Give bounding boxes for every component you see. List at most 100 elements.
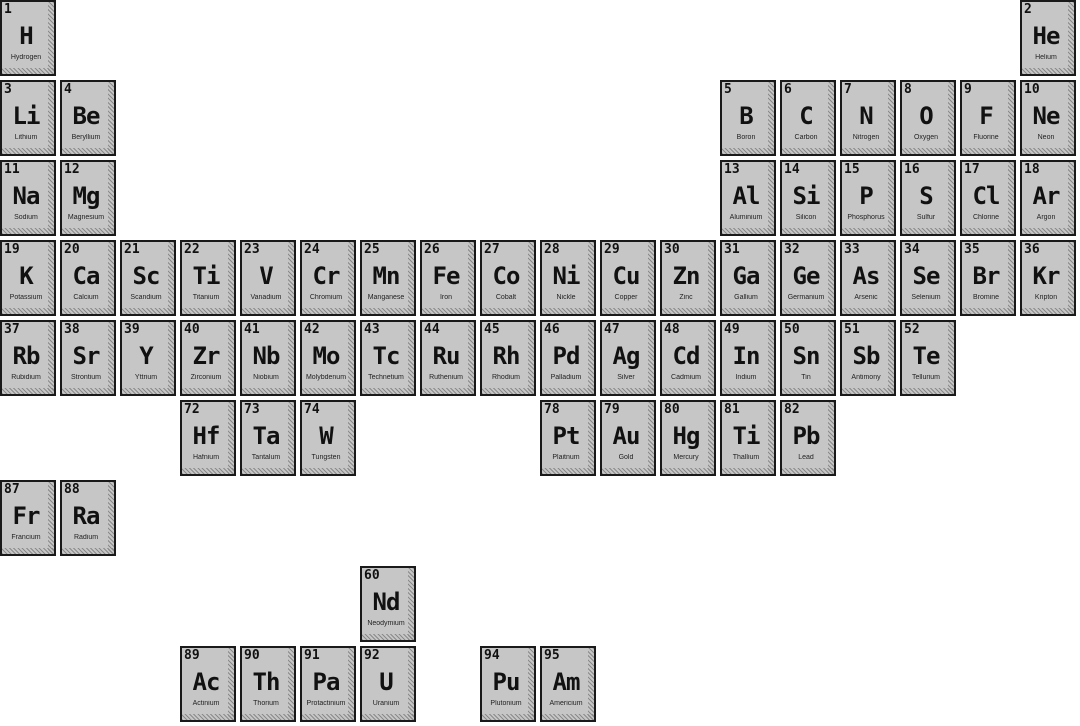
atomic-number: 26 xyxy=(424,242,440,257)
element-name: Indium xyxy=(735,374,757,381)
atomic-number: 74 xyxy=(304,402,320,417)
element-symbol: Ra xyxy=(72,502,101,530)
element-name: Chromium xyxy=(309,294,343,301)
element-symbol: Th xyxy=(252,668,281,696)
atomic-number: 11 xyxy=(4,162,20,177)
atomic-number: 7 xyxy=(844,82,852,97)
atomic-number: 52 xyxy=(904,322,920,337)
element-name: Aluminium xyxy=(729,214,763,221)
element-name: Plaitnum xyxy=(552,454,580,461)
element-name: Iron xyxy=(439,294,453,301)
atomic-number: 46 xyxy=(544,322,560,337)
atomic-number: 13 xyxy=(724,162,740,177)
element-symbol: Ti xyxy=(192,262,221,290)
element-name: Arsenic xyxy=(854,294,878,301)
element-name: Bromine xyxy=(972,294,1000,301)
atomic-number: 23 xyxy=(244,242,260,257)
atomic-number: 33 xyxy=(844,242,860,257)
element-name: Argon xyxy=(1036,214,1056,221)
atomic-number: 73 xyxy=(244,402,260,417)
element-symbol: Pu xyxy=(492,668,521,696)
element-symbol: Se xyxy=(912,262,941,290)
element-symbol: Ac xyxy=(192,668,221,696)
element-name: Strontium xyxy=(71,374,101,381)
element-name: Rubidium xyxy=(11,374,41,381)
element-name: Gallium xyxy=(734,294,758,301)
element-name: Beryllium xyxy=(71,134,101,141)
element-symbol: Ca xyxy=(72,262,101,290)
atomic-number: 29 xyxy=(604,242,620,257)
element-name: Mercury xyxy=(673,454,699,461)
